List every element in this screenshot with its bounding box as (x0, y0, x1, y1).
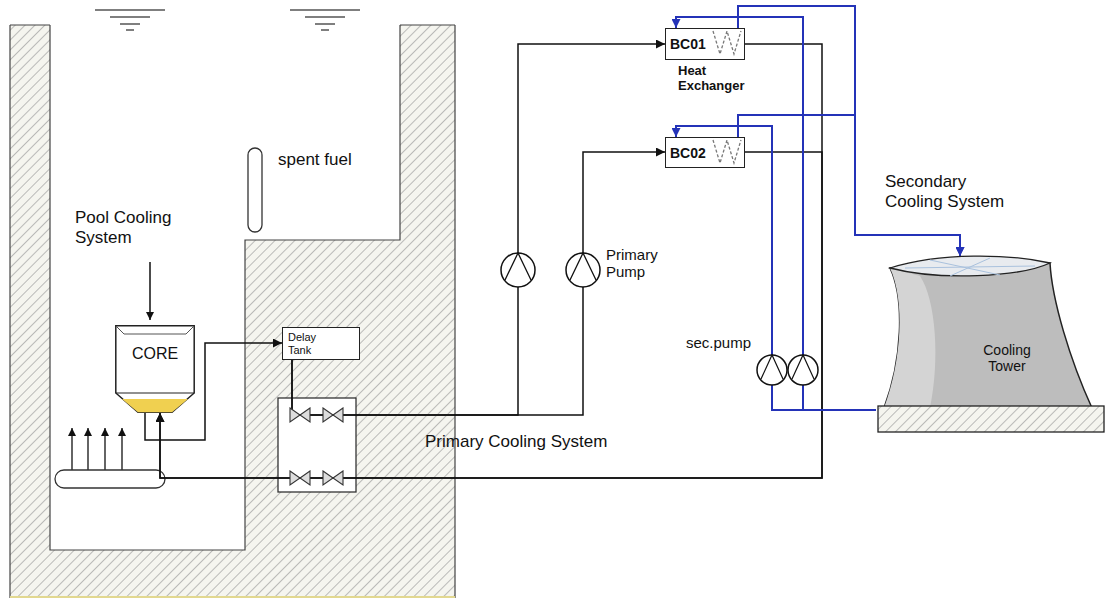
pump-symbol (566, 253, 600, 287)
water-level-symbol (290, 10, 360, 30)
water-level-line (95, 9, 165, 11)
pipe-connector (160, 152, 822, 478)
pool-floor-line (10, 596, 455, 598)
heat-exchanger-coil (713, 31, 741, 54)
node-label: BC01 (670, 36, 706, 52)
core-drawing (115, 325, 195, 413)
heat-exchanger-box: BC02 (665, 137, 745, 168)
heat-exchanger-box: BC01Heat Exchanger (665, 28, 745, 60)
flow-arrow (121, 428, 122, 470)
water-level-line (290, 9, 360, 11)
flow-arrow (87, 428, 88, 470)
pump-casing (566, 253, 600, 287)
core-outline (116, 326, 194, 412)
valve-symbol (290, 408, 310, 422)
node-label: CORE (115, 345, 195, 363)
pipe-connector (160, 44, 822, 478)
water-level-line (126, 29, 134, 31)
pipe-connector (676, 126, 876, 410)
pipe-connector (292, 152, 665, 415)
pump-casing (788, 355, 818, 385)
node-heading: Heat Exchanger (678, 64, 750, 94)
pool-wall (10, 25, 455, 598)
section-label: sec.pump (686, 334, 751, 351)
pump-impeller (570, 253, 596, 280)
water-level-line (305, 16, 345, 18)
valve-symbol (323, 471, 343, 485)
inlet-distributor (55, 470, 165, 488)
core-fuel-bottom (122, 399, 188, 412)
pump-symbol (757, 355, 787, 385)
node-label: BC02 (670, 145, 706, 161)
valve-symbol (290, 471, 310, 485)
pump-impeller (505, 253, 531, 280)
pump-casing (501, 253, 535, 287)
water-level-symbol (95, 10, 165, 30)
delay-tank-box: Delay Tank (282, 327, 360, 360)
core-grid-line (116, 392, 194, 393)
core-vessel: CORE (115, 325, 195, 413)
valve-symbol (323, 408, 343, 422)
pool-outer-outline (10, 25, 455, 598)
tower-top-lines (905, 258, 1035, 276)
pump-impeller (792, 355, 814, 379)
flow-arrow (104, 428, 105, 470)
cooling-tower: Cooling Tower (876, 256, 1106, 434)
pool-gate (248, 148, 262, 232)
valve-symbols (290, 408, 343, 485)
section-label: Pool Cooling System (75, 208, 193, 247)
water-level-line (120, 23, 140, 25)
node-label: Cooling Tower (974, 342, 1040, 374)
flow-arrow (149, 262, 151, 320)
pump-symbol (501, 253, 535, 287)
tower-basin (878, 406, 1104, 432)
section-label: Primary Pump (606, 246, 666, 281)
heat-exchanger-coil (713, 140, 741, 163)
tower-shell (884, 263, 1092, 408)
water-level-line (321, 29, 329, 31)
tower-shade (884, 268, 935, 408)
pump-symbol (788, 355, 818, 385)
section-label: spent fuel (278, 150, 352, 170)
pool-inner-outline (50, 25, 400, 550)
water-level-line (110, 16, 150, 18)
node-label: Delay Tank (288, 331, 328, 356)
water-level-line (315, 23, 335, 25)
pump-casing (757, 355, 787, 385)
flow-arrow (71, 428, 72, 470)
core-top-chamfer (116, 326, 194, 334)
section-label: Secondary Cooling System (885, 172, 1020, 211)
pump-impeller (761, 355, 783, 379)
section-label: Primary Cooling System (425, 432, 607, 452)
pipe-connector (676, 17, 876, 410)
tower-top (890, 256, 1050, 276)
